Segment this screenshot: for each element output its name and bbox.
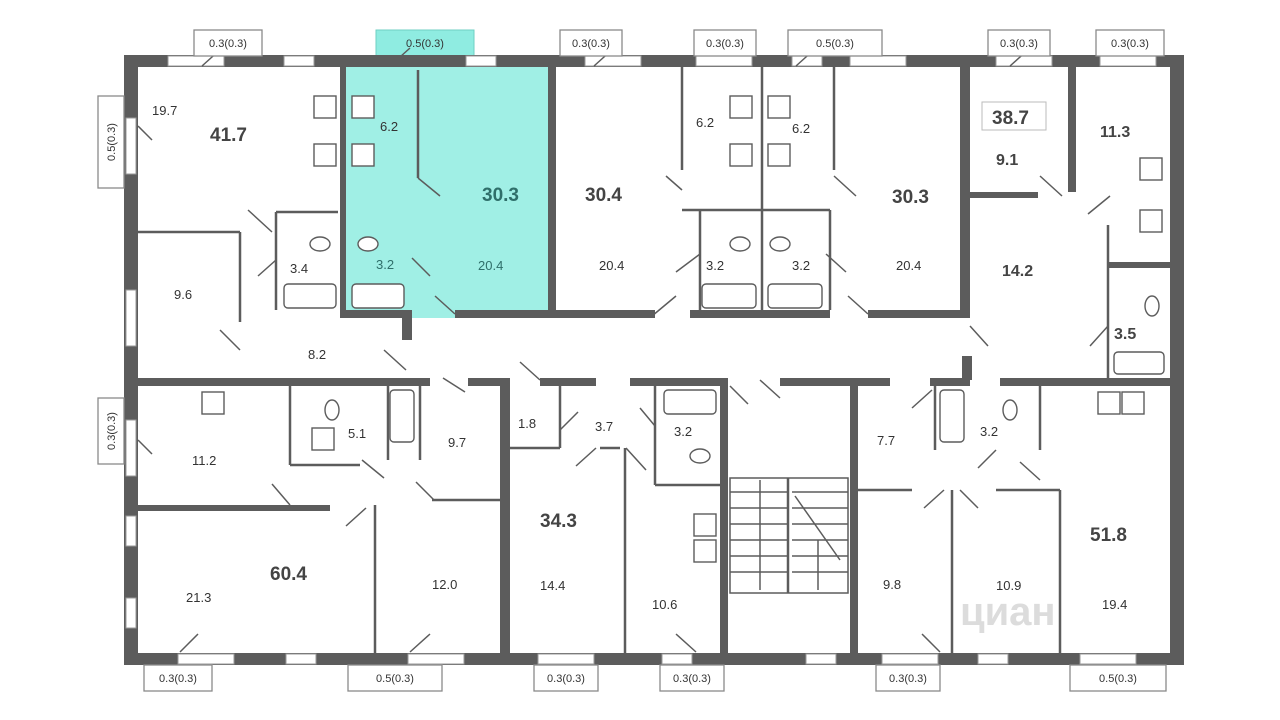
balcony-label: 0.5(0.3) — [406, 38, 444, 50]
room-area: 6.2 — [792, 121, 810, 136]
room-area: 20.4 — [478, 258, 503, 273]
balcony-label: 0.3(0.3) — [209, 38, 247, 50]
highlighted-apartment[interactable] — [342, 62, 555, 318]
balcony-label: 0.3(0.3) — [572, 38, 610, 50]
apartment-total-area: 30.3 — [892, 187, 929, 208]
apartment-totals: 41.7 30.3 30.4 30.3 38.7 60.4 34.3 51.8 — [210, 101, 1127, 585]
room-area: 5.1 — [348, 426, 366, 441]
bottom-wall — [124, 653, 1184, 665]
room-area: 3.5 — [1114, 326, 1136, 343]
windows-bottom — [177, 653, 1137, 665]
room-area: 3.2 — [792, 258, 810, 273]
highlighted-balcony — [375, 29, 475, 59]
room-area: 3.2 — [376, 257, 394, 272]
apartment-total-area: 60.4 — [270, 564, 307, 585]
balcony-label: 0.5(0.3) — [106, 123, 118, 161]
room-area: 11.3 — [1100, 124, 1130, 141]
room-area: 9.1 — [996, 152, 1018, 169]
balcony-labels: 0.3(0.3) 0.5(0.3) 0.3(0.3) 0.3(0.3) 0.5(… — [106, 38, 1149, 685]
balcony-label: 0.5(0.3) — [816, 38, 854, 50]
windows-top — [167, 55, 1157, 67]
balcony-label: 0.3(0.3) — [547, 673, 585, 685]
balcony-label: 0.3(0.3) — [159, 673, 197, 685]
apartment-total-area: 30.3 — [482, 185, 519, 206]
apartment-total-area: 34.3 — [540, 511, 577, 532]
bathroom-fixtures — [201, 95, 1165, 563]
room-area: 6.2 — [696, 115, 714, 130]
balcony-label: 0.5(0.3) — [1099, 673, 1137, 685]
room-area: 19.4 — [1102, 597, 1127, 612]
corridor-area: 8.2 — [308, 347, 326, 362]
room-area: 11.2 — [192, 453, 216, 468]
top-wall — [124, 55, 1184, 67]
room-area: 21.3 — [186, 590, 211, 605]
room-area: 20.4 — [896, 258, 921, 273]
room-area: 12.0 — [432, 577, 457, 592]
left-wall — [124, 55, 138, 665]
watermark: циан — [960, 590, 1056, 634]
balconies — [97, 29, 1167, 692]
apartment-total-area: 51.8 — [1090, 525, 1127, 546]
room-area: 20.4 — [599, 258, 624, 273]
room-area: 9.7 — [448, 435, 466, 450]
balcony-label: 0.3(0.3) — [673, 673, 711, 685]
room-area: 3.4 — [290, 261, 308, 276]
staircase — [729, 477, 849, 594]
room-area: 3.2 — [674, 424, 692, 439]
room-area: 6.2 — [380, 119, 398, 134]
balcony-label: 0.5(0.3) — [376, 673, 414, 685]
room-area: 19.7 — [152, 103, 177, 118]
room-area: 9.8 — [883, 577, 901, 592]
partitions — [138, 62, 1110, 653]
apartment-total-area: 38.7 — [992, 108, 1029, 129]
room-areas: 19.7 6.2 3.4 9.6 3.2 20.4 6.2 3.2 20.4 6… — [152, 103, 1136, 612]
room-area: 10.6 — [652, 597, 677, 612]
balcony-label: 0.3(0.3) — [1111, 38, 1149, 50]
windows-left — [125, 117, 137, 629]
room-area: 1.8 — [518, 416, 536, 431]
balcony-label: 0.3(0.3) — [889, 673, 927, 685]
room-area: 7.7 — [877, 433, 895, 448]
balcony-label: 0.3(0.3) — [706, 38, 744, 50]
doors — [137, 47, 1111, 653]
room-area: 10.9 — [996, 578, 1021, 593]
room-area: 9.6 — [174, 287, 192, 302]
right-wall — [1170, 55, 1184, 665]
apartment-total-area: 41.7 — [210, 125, 247, 146]
balcony-label: 0.3(0.3) — [1000, 38, 1038, 50]
room-area: 3.7 — [595, 419, 613, 434]
apartment-total-area: 30.4 — [585, 185, 622, 206]
room-area: 3.2 — [980, 424, 998, 439]
room-area: 14.2 — [1002, 263, 1033, 280]
room-area: 14.4 — [540, 578, 565, 593]
room-area: 3.2 — [706, 258, 724, 273]
interior-walls — [138, 62, 1170, 653]
balcony-label: 0.3(0.3) — [106, 412, 118, 450]
